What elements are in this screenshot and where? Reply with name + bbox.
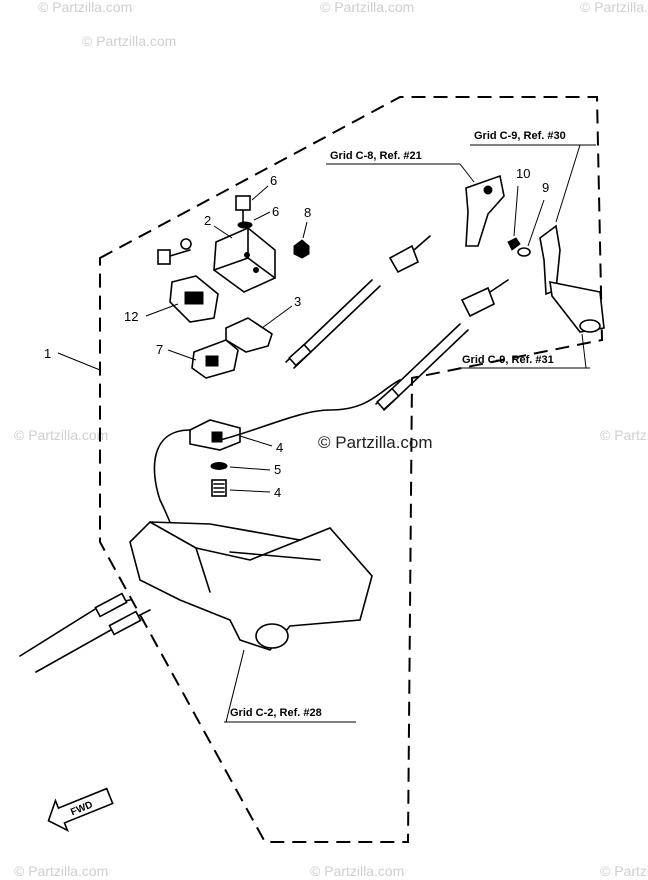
part-2-bracket: 2 [204, 213, 276, 293]
callout-number-12: 12 [124, 309, 138, 324]
callout-number-7: 6 [270, 173, 277, 188]
watermark-top-center: © Partzilla.com [320, 0, 414, 15]
copyright-text: © Partzilla.com [318, 433, 433, 452]
watermarks: © Partzilla.com © Partzilla.com © Partzi… [14, 0, 648, 879]
part-6-washer-upper: 6 [237, 204, 279, 229]
watermark-mid-left: © Partzilla.com [14, 427, 108, 443]
callout-number-3: 3 [294, 294, 301, 309]
part-7-bolt: 6 [235, 173, 277, 225]
throttle-lever [539, 224, 605, 333]
assembly-boundary [99, 96, 604, 843]
shift-lever-assembly [465, 174, 505, 247]
watermark-top-left: © Partzilla.com [38, 0, 132, 15]
grid-ref-c9-30-text: Grid C-9, Ref. #30 [474, 130, 566, 142]
lower-left-cables [19, 592, 151, 673]
part-12-block: 12 [124, 275, 219, 324]
grid-ref-c9-31-text: Grid C-9, Ref. #31 [462, 354, 554, 366]
watermark-mid-right: © Partzilla.com [600, 427, 648, 443]
callout-number-10: 9 [542, 180, 549, 195]
remote-control-housing [129, 521, 373, 651]
part-5-bolt: 4 [211, 479, 281, 500]
grid-ref-c2-28: Grid C-2, Ref. #28 [224, 649, 356, 723]
part-6-washer-lower: 5 [210, 462, 281, 477]
part-8-clamp: 7 [156, 339, 239, 379]
screw-set-left [157, 238, 192, 265]
callout-number-11: 10 [516, 166, 530, 181]
callout-number-1: 1 [44, 346, 51, 361]
callout-number-9: 8 [304, 205, 311, 220]
part-10-collar: 9 [517, 180, 549, 257]
callout-number-6-lower: 5 [274, 462, 281, 477]
callout-number-4: 4 [276, 440, 283, 455]
grid-ref-c9-31: Grid C-9, Ref. #31 [458, 333, 590, 369]
cable-end-connectors [388, 235, 509, 318]
part-3-plate: 3 [225, 294, 301, 353]
part-4-clamp: 4 [189, 419, 283, 455]
watermark-top-left-2: © Partzilla.com [82, 33, 176, 49]
control-cables [153, 279, 469, 541]
grid-ref-c8-21: Grid C-8, Ref. #21 [326, 150, 475, 183]
grid-ref-c2-28-text: Grid C-2, Ref. #28 [230, 707, 322, 719]
grid-ref-c9-30: Grid C-9, Ref. #30 [470, 130, 596, 223]
grid-ref-c8-21-text: Grid C-8, Ref. #21 [330, 150, 422, 162]
fwd-arrow-icon: FWD [47, 787, 114, 833]
callout-1: 1 [44, 346, 101, 371]
part-9-nut: 8 [293, 205, 311, 259]
callout-number-8: 7 [156, 342, 163, 357]
callout-number-6-upper: 6 [272, 204, 279, 219]
watermark-bottom-center: © Partzilla.com [310, 863, 404, 879]
watermark-bottom-left: © Partzilla.com [14, 863, 108, 879]
part-11-clip: 10 [507, 166, 530, 251]
callout-number-5: 4 [274, 485, 281, 500]
watermark-top-right: © Partzilla.com [580, 0, 648, 15]
watermark-bottom-right: © Partzilla.com [600, 863, 648, 879]
callout-number-2: 2 [204, 213, 211, 228]
